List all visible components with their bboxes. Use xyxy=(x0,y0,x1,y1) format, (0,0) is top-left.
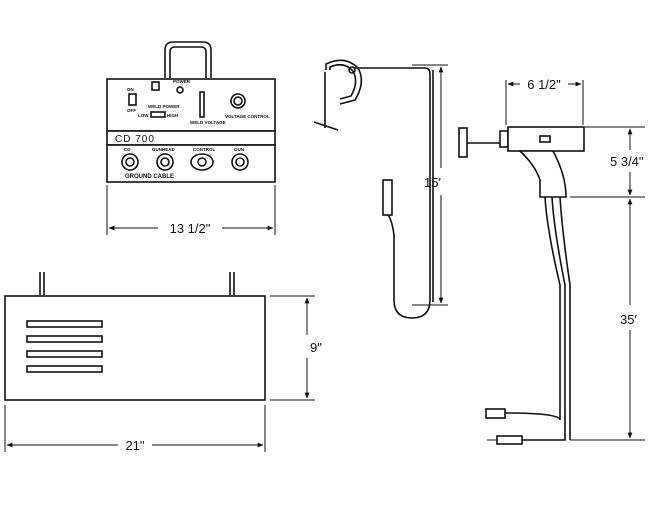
gun-chuck xyxy=(499,130,509,148)
gun-label: GUN xyxy=(234,147,244,152)
gun-height-dimension: 5 3/4" xyxy=(610,154,644,169)
side-height-dimension: 9" xyxy=(310,340,322,355)
on-label: ON xyxy=(127,87,134,92)
weld-gun: 6 1/2" 5 3/4" 35′ xyxy=(458,77,645,445)
unit-side-view: 9" 21" xyxy=(4,272,322,453)
control-label: CONTROL xyxy=(193,147,215,152)
cd-socket xyxy=(121,153,139,171)
gun-socket xyxy=(231,153,249,171)
voltage-control-knob-center xyxy=(233,96,243,106)
weld-voltage-label: WELD VOLTAGE xyxy=(190,120,226,125)
ground-plug xyxy=(382,179,393,216)
power-lamp xyxy=(176,86,184,94)
gun-handle xyxy=(517,150,567,198)
off-label: OFF xyxy=(127,108,136,113)
c-clamp xyxy=(325,59,363,105)
weld-voltage-meter xyxy=(199,91,205,118)
weld-power-selector xyxy=(150,111,166,118)
cd-label: CD xyxy=(124,147,131,152)
unit-side-body xyxy=(4,295,266,401)
low-label: LOW xyxy=(138,113,149,118)
clamp-t-handle xyxy=(313,121,339,131)
side-width-dimension: 21" xyxy=(125,438,144,453)
unit-front-view: CD 700 ON OFF POWER WELD POWER LOW HIGH … xyxy=(106,41,276,236)
voltage-control-label: VOLTAGE CONTROL xyxy=(225,114,270,119)
model-label: CD 700 xyxy=(115,134,155,145)
ground-cable-label: GROUND CABLE xyxy=(125,174,174,180)
ground-clamp: 15′ xyxy=(313,59,448,319)
power-switch xyxy=(128,93,137,106)
ground-cable xyxy=(355,67,431,319)
gun-length-dimension: 6 1/2" xyxy=(527,77,561,92)
gun-foot xyxy=(458,127,468,158)
power-label: POWER xyxy=(173,79,191,84)
gun-body xyxy=(507,126,585,152)
high-label: HIGH xyxy=(167,113,178,118)
control-socket xyxy=(190,153,214,171)
gun-cable-dimension: 35′ xyxy=(620,312,637,327)
weld-connector xyxy=(496,435,523,445)
carry-handle xyxy=(164,41,212,78)
voltage-control-knob xyxy=(230,93,246,109)
gun-cables xyxy=(504,196,571,441)
handle-posts xyxy=(39,272,235,295)
clamp-cable-dimension: 15′ xyxy=(424,175,441,190)
power-indicator xyxy=(151,81,160,91)
weld-power-label: WELD POWER xyxy=(148,104,180,109)
control-connector xyxy=(485,408,506,419)
gunhead-socket xyxy=(156,153,174,171)
gunhead-label: GUNHEAD xyxy=(152,147,176,152)
vent-slots xyxy=(26,320,103,373)
front-width-dimension: 13 1/2" xyxy=(170,221,211,236)
